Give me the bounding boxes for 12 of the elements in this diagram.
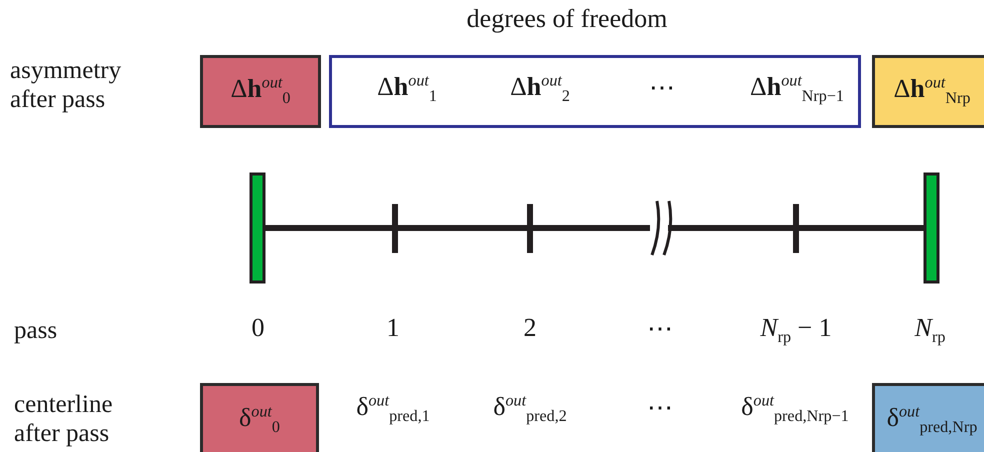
tick-label: 2: [524, 313, 536, 343]
group-heading: degrees of freedom: [466, 4, 668, 34]
ellipsis: ⋯: [647, 313, 673, 344]
tick-label: 1: [386, 313, 400, 343]
tick-label: 0: [252, 313, 264, 343]
row-label: centerline after pass: [14, 390, 114, 448]
symbol-label: ⋯: [649, 72, 675, 103]
tick-label: N$_{rp}$: [914, 313, 946, 348]
tick-label: N$_{rp}$ − 1: [760, 313, 832, 348]
ellipsis: ⋯: [647, 392, 673, 423]
row-label: asymmetry after pass: [10, 56, 122, 114]
row-label: pass: [14, 316, 58, 345]
